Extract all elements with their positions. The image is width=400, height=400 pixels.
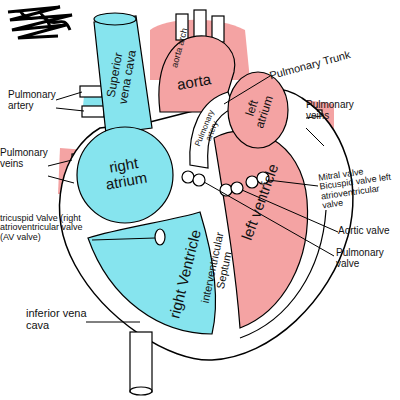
inferior-vena-cava-shape xyxy=(130,332,152,392)
aortic-branch xyxy=(194,10,206,38)
leader-line xyxy=(86,322,140,323)
part-name: left ventricle xyxy=(234,148,286,257)
part-name: right atrium xyxy=(92,152,159,194)
part-name: Superior vena cava xyxy=(102,38,139,113)
callout-label: inferior vena cava xyxy=(26,308,88,331)
valve-symbol xyxy=(193,174,205,186)
leader-line xyxy=(92,238,155,240)
vessel-stub xyxy=(80,86,102,97)
valve-symbol xyxy=(182,171,194,183)
callout-label: Mitral valve Bicuspid valve left atriove… xyxy=(318,163,400,212)
part-name: aorta xyxy=(163,69,225,95)
part-name: Pulmonary artery xyxy=(192,105,226,156)
pulmonary-trunk-shape xyxy=(190,92,234,168)
vessel-stub xyxy=(82,106,104,117)
callout-label: Pulmonary artery xyxy=(8,90,60,111)
superior-vena-cava-shape xyxy=(94,16,152,134)
valve-symbol xyxy=(155,229,165,245)
part-name: aorta arch xyxy=(169,23,191,74)
heart-part: left atrium xyxy=(228,72,288,148)
callout-label: Aortic valve xyxy=(338,226,400,237)
callout-label: tricuspid Valve (right atrioventricular … xyxy=(0,214,94,242)
right-atrium-shape xyxy=(77,127,173,223)
scribble xyxy=(8,7,72,38)
vessel-opening xyxy=(130,387,152,395)
callout-label: Pulmonary valve xyxy=(336,248,398,269)
heart-part: interventricular Septum xyxy=(198,205,238,333)
valve-symbol xyxy=(231,182,243,194)
leader-line xyxy=(48,176,74,183)
callout-label: Pulmonary Trunk xyxy=(268,42,379,82)
heart-part: Superior vena cava xyxy=(95,20,150,132)
right-ventricle-shape xyxy=(88,212,216,334)
heart-part: Pulmonary artery xyxy=(190,92,230,164)
callout-label: Pulmonary veins xyxy=(0,148,50,169)
leader-line xyxy=(306,128,324,146)
leader-line xyxy=(56,92,82,100)
heart-part: left ventricle xyxy=(215,130,307,328)
leader-lines xyxy=(48,76,338,322)
vessel-opening xyxy=(94,13,136,25)
leader-line xyxy=(56,108,84,111)
heart-part: right atrium xyxy=(77,127,173,223)
heart-part: aorta archaorta xyxy=(158,30,236,112)
part-name: left atrium xyxy=(238,81,278,138)
callout-label: Pulmonary veins xyxy=(306,100,366,121)
heart-outline xyxy=(60,88,353,360)
heart-part: right Ventricle xyxy=(90,212,212,334)
part-name: interventricular Septum xyxy=(197,220,239,318)
leader-line xyxy=(48,160,72,166)
part-name: right Ventricle xyxy=(163,214,207,334)
